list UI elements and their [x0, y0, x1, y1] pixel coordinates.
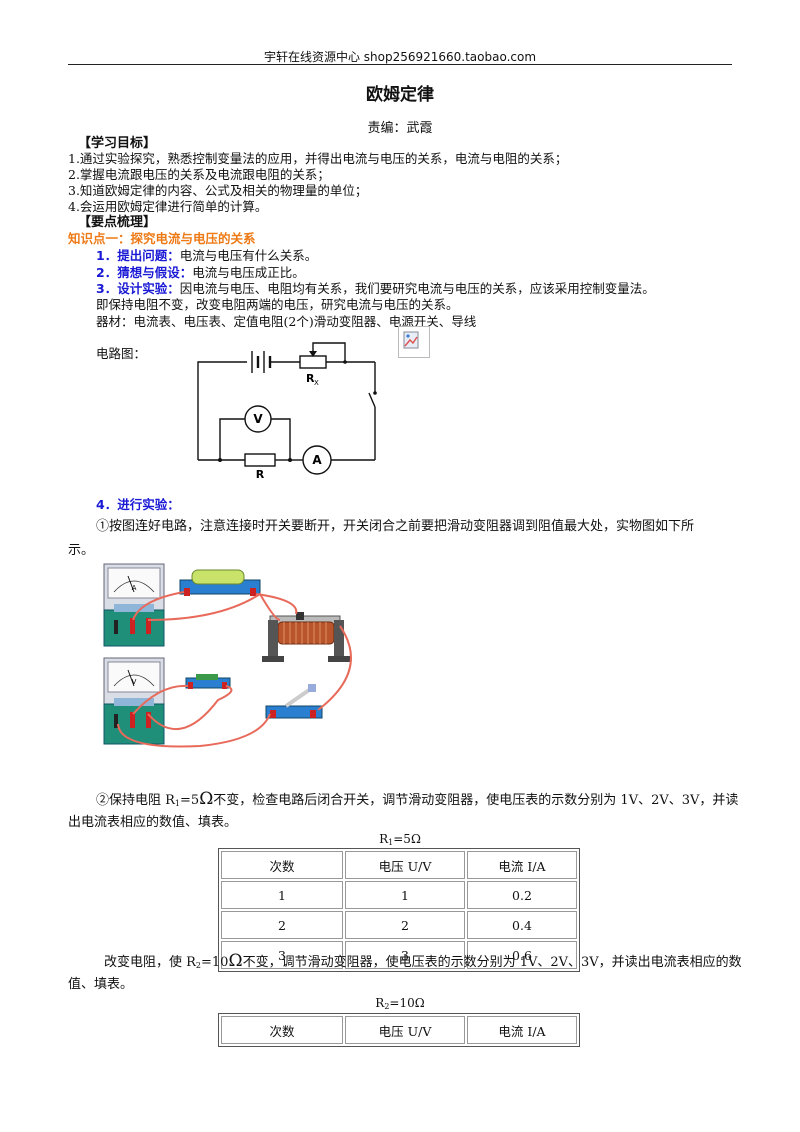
step-2: 2．猜想与假设：电流与电压成正比。: [96, 264, 305, 281]
table-cell: 2: [221, 911, 343, 939]
table-cell: 0.4: [467, 911, 577, 939]
data-table-2: 次数 电压 U/V 电流 I/A: [218, 1013, 580, 1047]
slider-arrow: [309, 351, 317, 357]
voltmeter-letter: V: [132, 678, 137, 686]
goal-item-2: 2.掌握电流跟电压的关系及电流跟电阻的关系；: [68, 167, 330, 182]
voltmeter-device: V: [103, 657, 165, 745]
resistor-holder: [185, 674, 231, 689]
goal-item-3: 3.知道欧姆定律的内容、公式及相关的物理量的单位；: [68, 183, 368, 198]
label-r: R: [256, 468, 265, 480]
p2-part-b: =5: [180, 793, 200, 808]
step-2-label: 2．猜想与假设：: [96, 265, 193, 280]
table-row: 1 1 0.2: [221, 881, 577, 909]
omega-symbol: Ω: [228, 951, 243, 971]
table-header-row: 次数 电压 U/V 电流 I/A: [221, 1016, 577, 1044]
table-cell: 1: [221, 881, 343, 909]
goals-heading: 【学习目标】: [78, 136, 157, 151]
page-header: 宇轩在线资源中心 shop256921660.taobao.com: [263, 50, 537, 64]
table-row: 3 3 0.6: [221, 941, 577, 969]
p3-part-b: =10: [201, 955, 229, 970]
voltmeter-symbol: [244, 405, 272, 433]
apparatus-photo: A V: [103, 563, 352, 748]
paragraph-1-line-2: 示。: [68, 543, 95, 558]
p3-part-a: 改变电阻，使 R: [104, 955, 196, 970]
author-line: 责编：武霞: [367, 121, 433, 136]
label-rx-sub: X: [314, 379, 319, 387]
paragraph-3-line-1: 改变电阻，使 R2=10Ω不变，调节滑动变阻器，使电压表的示数分别为 1V、2V…: [104, 948, 742, 979]
rheostat-device: [262, 612, 350, 662]
rheostat-symbol: [299, 355, 327, 369]
label-v: V: [253, 412, 263, 426]
p2-part-c: 不变，检查电路后闭合开关，调节滑动变阻器，使电压表的示数分别为 1V、2V、3V…: [213, 793, 739, 808]
paragraph-2-line-1: ②保持电阻 R1=5Ω不变，检查电路后闭合开关，调节滑动变阻器，使电压表的示数分…: [96, 786, 738, 817]
equipment-line: 器材：电流表、电压表、定值电阻(2个)滑动变阻器、电源开关、导线: [96, 314, 477, 329]
table-cell: 1: [345, 881, 465, 909]
label-a: A: [312, 453, 322, 467]
goal-item-4: 4.会运用欧姆定律进行简单的计算。: [68, 199, 268, 214]
table-2-caption: R2=10Ω: [375, 996, 425, 1011]
battery-holder: [179, 569, 261, 596]
step-2-text: 电流与电压成正比。: [192, 265, 305, 280]
step-3-text: 因电流与电压、电阻均有关系，我们要研究电流与电压的关系，应该采用控制变量法。: [179, 281, 655, 296]
switch-device: [265, 684, 323, 719]
step-1: 1．提出问题：电流与电压有什么关系。: [96, 247, 317, 264]
step-3-label: 3．设计实验：: [96, 281, 180, 296]
table-cell: 3: [221, 941, 343, 969]
table-row: 2 2 0.4: [221, 911, 577, 939]
table-cell: 0.6: [467, 941, 577, 969]
table-header-cell: 电流 I/A: [467, 1016, 577, 1044]
p2-sub: 1: [174, 799, 181, 808]
label-rx: R: [306, 372, 315, 385]
table-cell: 0.2: [467, 881, 577, 909]
p2-part-a: ②保持电阻 R: [96, 793, 175, 808]
ammeter-symbol: [302, 445, 332, 475]
omega-symbol: Ω: [199, 789, 214, 809]
step-3-text-2: 即保持电阻不变，改变电阻两端的电压，研究电流与电压的关系。: [96, 297, 459, 312]
ammeter-letter: A: [132, 584, 137, 592]
p3-part-c: 不变，调节滑动变阻器，使电压表的示数分别为 1V、2V、3V，并读出电流表相应的…: [242, 955, 742, 970]
table-cell: 3: [345, 941, 465, 969]
knowledge-point-1: 知识点一：探究电流与电压的关系: [68, 231, 256, 246]
table-header-row: 次数 电压 U/V 电流 I/A: [221, 851, 577, 879]
resistor-symbol: [244, 453, 276, 467]
table-header-cell: 次数: [221, 851, 343, 879]
table-header-cell: 电压 U/V: [345, 851, 465, 879]
step-1-label: 1．提出问题：: [96, 248, 180, 263]
table-header-cell: 次数: [221, 1016, 343, 1044]
paragraph-3-line-2: 值、填表。: [68, 977, 134, 992]
ammeter-device: A: [103, 563, 165, 647]
header-rule: [68, 64, 732, 65]
step-3: 3．设计实验：因电流与电压、电阻均有关系，我们要研究电流与电压的关系，应该采用控…: [96, 280, 655, 297]
table-cell: 2: [345, 911, 465, 939]
table-1-caption: R1=5Ω: [379, 832, 421, 847]
points-heading: 【要点梳理】: [78, 215, 157, 230]
p3-sub: 2: [195, 961, 202, 970]
circuit-diagram: R X V A R: [197, 342, 377, 480]
broken-image-icon: [398, 326, 430, 358]
table-header-cell: 电流 I/A: [467, 851, 577, 879]
step-1-text: 电流与电压有什么关系。: [179, 248, 318, 263]
paragraph-2-line-2: 出电流表相应的数值、填表。: [68, 815, 238, 830]
paragraph-1-line-1: ①按图连好电路，注意连接时开关要断开，开关闭合之前要把滑动变阻器调到阻值最大处，…: [96, 519, 695, 534]
table-header-cell: 电压 U/V: [345, 1016, 465, 1044]
goal-item-1: 1.通过实验探究，熟悉控制变量法的应用，并得出电流与电压的关系，电流与电阻的关系…: [68, 151, 568, 166]
page-title: 欧姆定律: [366, 85, 434, 105]
circuit-label: 电路图：: [96, 346, 147, 361]
switch-symbol: [368, 392, 376, 408]
step-4-label: 4．进行实验：: [96, 497, 180, 512]
data-table-1: 次数 电压 U/V 电流 I/A 1 1 0.2 2 2 0.4 3 3 0.6: [218, 848, 580, 972]
